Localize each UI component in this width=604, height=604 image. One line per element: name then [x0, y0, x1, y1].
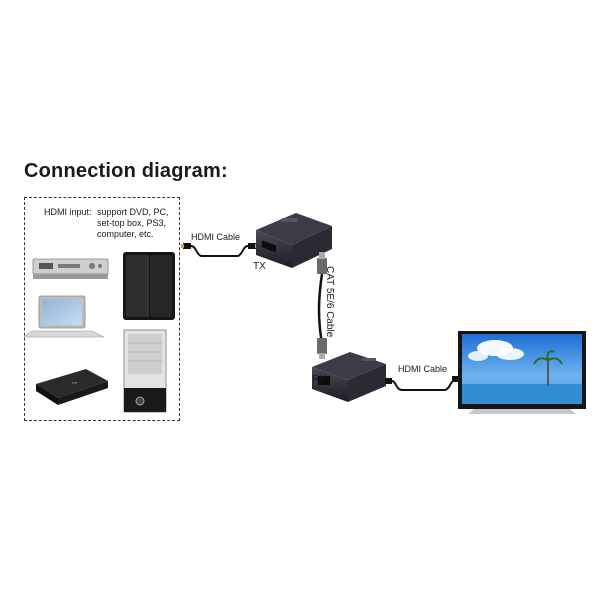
set-top-box-icon: ▪▪ — [36, 369, 108, 405]
hdmi-cable-out-label: HDMI Cable — [398, 364, 448, 374]
hdmi-input-label: HDMI input: — [44, 207, 92, 217]
page-title: Connection diagram: — [24, 160, 228, 182]
tx-extender-icon — [256, 213, 332, 268]
hdmi-cable-out — [385, 376, 461, 391]
pc-tower-icon — [123, 329, 167, 413]
tv-icon — [458, 331, 586, 414]
source-devices-box — [24, 197, 180, 421]
laptop-icon — [23, 295, 105, 338]
dvd-player-icon — [32, 258, 109, 279]
rx-extender-icon — [312, 352, 386, 402]
game-console-icon — [123, 252, 175, 320]
rx-label: RX — [312, 374, 326, 385]
hdmi-cable-in — [181, 243, 258, 257]
svg-text:▪▪: ▪▪ — [72, 380, 77, 387]
tx-label: TX — [253, 261, 266, 272]
hdmi-cable-in-label: HDMI Cable — [191, 232, 241, 242]
cat-cable — [317, 252, 327, 359]
cat-cable-label: CAT 5E/6 Cable — [323, 266, 335, 346]
cat-cable-label-text: CAT 5E/6 Cable — [324, 266, 335, 338]
hdmi-input-description: support DVD, PC, set-top box, PS3, compu… — [97, 207, 169, 239]
